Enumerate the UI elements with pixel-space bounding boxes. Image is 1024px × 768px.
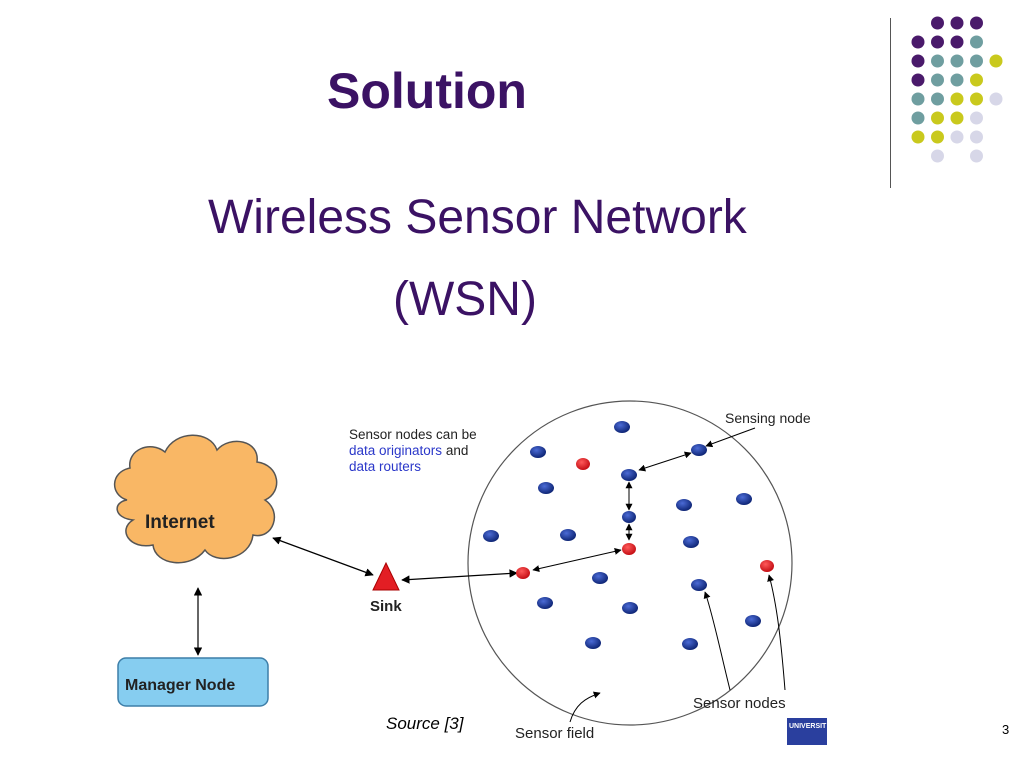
sensor-node <box>585 637 601 649</box>
decorative-dot <box>989 54 1003 68</box>
sensor-nodes-pointer <box>767 574 786 691</box>
sensing-node-label: Sensing node <box>725 410 811 426</box>
decorative-dot <box>911 111 925 125</box>
decorative-divider <box>890 18 891 188</box>
cloud-sink-link <box>272 536 374 577</box>
sensor-node-red <box>622 543 636 555</box>
sensor-field-label: Sensor field <box>515 725 594 742</box>
sensor-node <box>530 446 546 458</box>
note-line-2-rest: and <box>442 443 468 458</box>
route-link <box>532 547 622 573</box>
sensor-nodes <box>483 421 774 650</box>
decorative-dot <box>950 54 964 68</box>
logo-text: UNIVERSIT <box>789 723 827 730</box>
sink-label: Sink <box>370 598 402 615</box>
sensor-node-red <box>760 560 774 572</box>
decorative-dot <box>989 92 1003 106</box>
sensor-node <box>736 493 752 505</box>
sensor-field-pointer <box>569 691 601 723</box>
decorative-dot <box>931 92 944 106</box>
sensor-nodes-pointer <box>703 591 731 691</box>
decorative-dot <box>970 92 983 106</box>
decorative-dot <box>970 16 983 30</box>
decorative-dot <box>950 92 964 106</box>
sensor-node <box>676 499 692 511</box>
decorative-dot <box>931 73 944 87</box>
sensor-node <box>745 615 761 627</box>
source-citation: Source [3] <box>386 714 464 733</box>
sensor-node <box>483 530 499 542</box>
decorative-dot <box>970 111 983 125</box>
sensor-node <box>592 572 608 584</box>
page-number: 3 <box>1002 722 1010 737</box>
sensor-node-red <box>516 567 530 579</box>
decorative-dot <box>931 16 944 30</box>
decorative-dot <box>950 130 964 144</box>
sensor-node <box>622 511 636 523</box>
manager-node-label: Manager Node <box>125 677 235 694</box>
sensor-node <box>683 536 699 548</box>
sensor-node <box>621 469 637 481</box>
route-link <box>638 451 692 472</box>
sensor-nodes-label: Sensor nodes <box>693 695 786 712</box>
decorative-dot <box>911 73 925 87</box>
decorative-dot <box>931 149 944 163</box>
decorative-dot <box>950 111 964 125</box>
decorative-dot <box>911 35 925 49</box>
decorative-dot <box>970 73 983 87</box>
decorative-dot <box>970 54 983 68</box>
sensor-node <box>538 482 554 494</box>
wsn-diagram: Internet Manager Node Sink <box>113 400 827 745</box>
decorative-dot <box>970 130 983 144</box>
decorative-dot <box>931 111 944 125</box>
decorative-dot <box>911 130 925 144</box>
sink-node: Sink <box>370 561 402 615</box>
decorative-dot <box>970 149 983 163</box>
sensor-node <box>560 529 576 541</box>
decorative-dot-grid <box>911 16 1003 163</box>
decorative-dot <box>931 35 944 49</box>
internet-label: Internet <box>145 512 215 533</box>
subtitle-line-2: (WSN) <box>393 273 537 326</box>
sensor-node <box>682 638 698 650</box>
sink-node-link <box>401 569 518 584</box>
sensor-field-circle <box>467 400 793 726</box>
sensor-node <box>622 602 638 614</box>
decorative-dot <box>950 73 964 87</box>
note-line-1: Sensor nodes can be <box>349 427 477 442</box>
decorative-dot <box>911 54 925 68</box>
decorative-dot <box>950 35 964 49</box>
sensor-node <box>614 421 630 433</box>
manager-node: Manager Node <box>117 657 269 707</box>
note-line-2-colored: data originators <box>349 443 442 458</box>
sensing-node <box>691 444 707 456</box>
decorative-dot <box>950 16 964 30</box>
sensor-node <box>537 597 553 609</box>
sensor-node-red <box>576 458 590 470</box>
decorative-dot <box>931 130 944 144</box>
decorative-dot <box>911 92 925 106</box>
internet-cloud: Internet <box>113 434 278 564</box>
decorative-dot <box>970 35 983 49</box>
decorative-dot <box>931 54 944 68</box>
sensor-node <box>691 579 707 591</box>
sensor-note: Sensor nodes can be data originators and… <box>349 427 480 474</box>
sensing-node-pointer <box>705 427 756 448</box>
slide-title: Solution <box>327 63 527 119</box>
university-logo: UNIVERSIT <box>787 718 827 745</box>
note-line-3: data routers <box>349 459 421 474</box>
subtitle-line-1: Wireless Sensor Network <box>208 191 747 244</box>
